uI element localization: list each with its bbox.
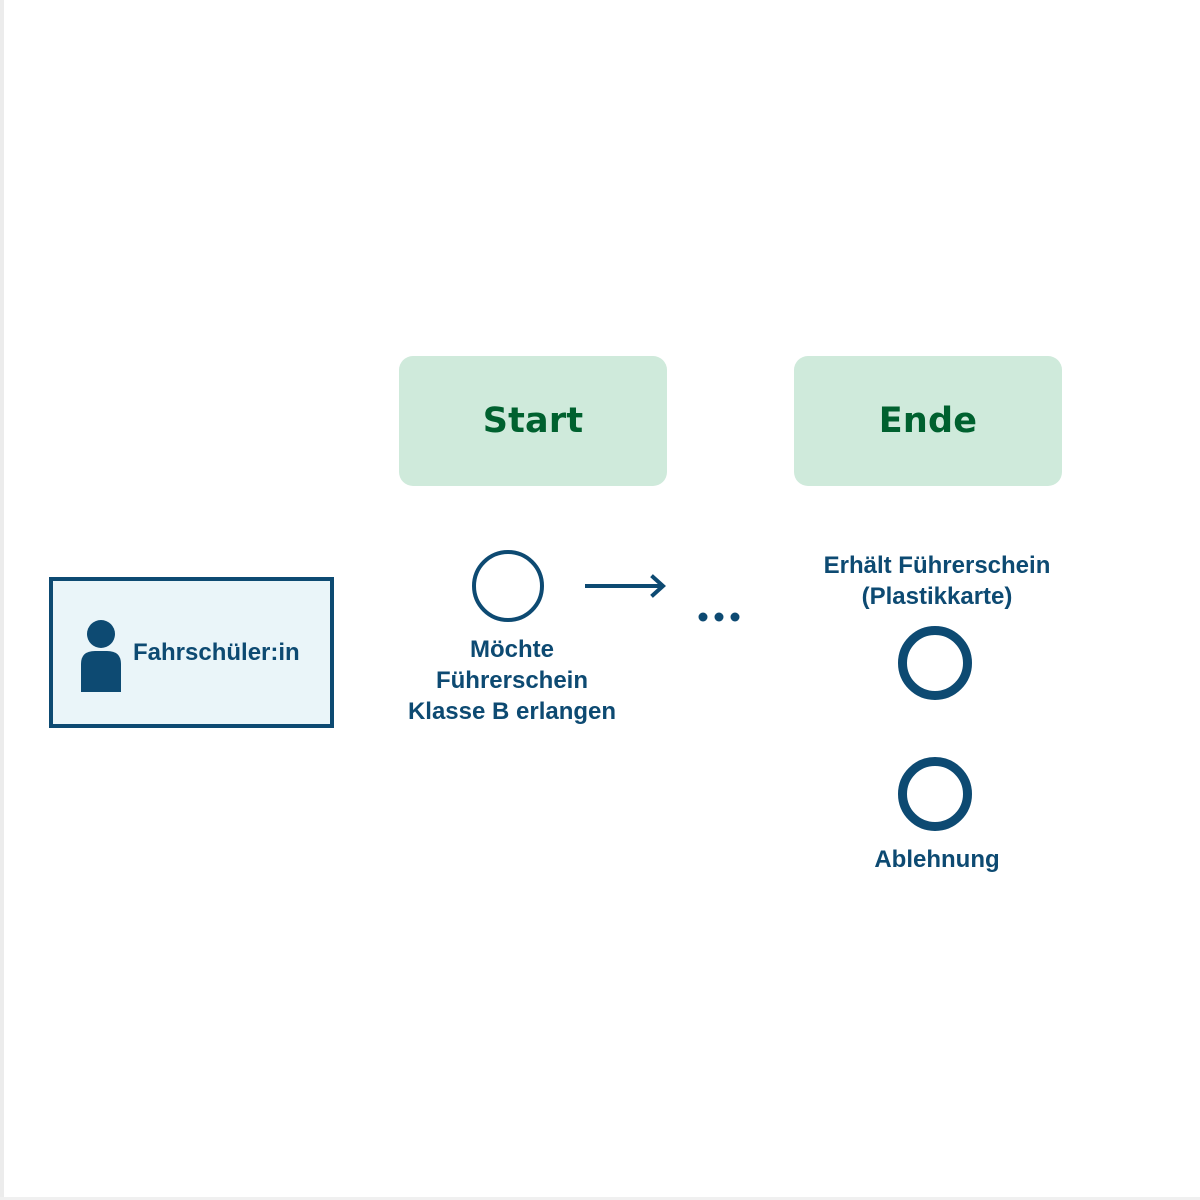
phase-end-label: Ende: [878, 401, 978, 441]
ellipsis-icon: [698, 612, 740, 622]
bottom-edge-divider: [0, 1197, 1200, 1200]
end-event-rejection-circle: [898, 757, 972, 831]
end-event-success-label: Erhält Führerschein (Plastikkarte): [823, 552, 1051, 610]
end-event-rejection-label: Ablehnung: [874, 846, 1000, 873]
phase-start-box: Start: [399, 356, 667, 486]
start-event-circle: [472, 550, 544, 622]
phase-end-box: Ende: [794, 356, 1062, 486]
actor-label: Fahrschüler:in: [133, 639, 300, 666]
arrow-right-icon: [585, 574, 666, 598]
phase-start-label: Start: [482, 401, 584, 441]
left-edge-divider: [0, 0, 4, 1200]
start-event-label: Möchte Führerschein Klasse B erlangen: [407, 636, 617, 725]
actor-lane-box: Fahrschüler:in: [49, 577, 334, 728]
person-icon: [81, 620, 121, 692]
end-event-success-circle: [898, 626, 972, 700]
